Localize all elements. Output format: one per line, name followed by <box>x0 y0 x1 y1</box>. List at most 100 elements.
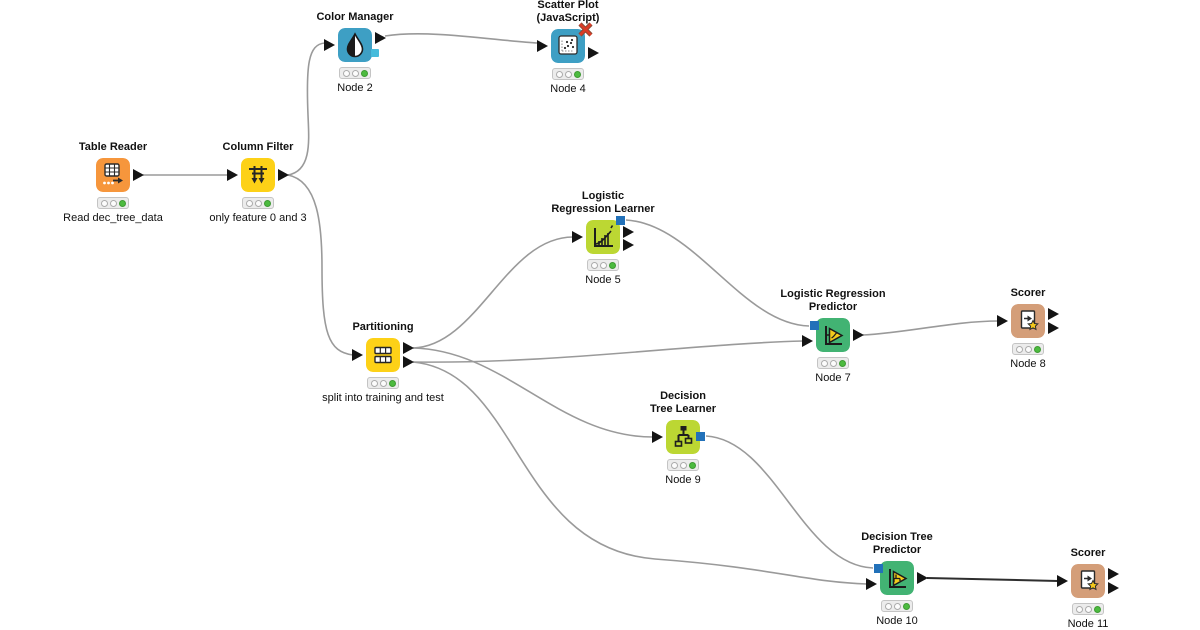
output-port[interactable] <box>588 47 599 59</box>
output-port[interactable] <box>1108 582 1119 594</box>
output-port[interactable] <box>853 329 864 341</box>
connection-lr-learner-model-to-lr-predictor[interactable] <box>625 219 810 327</box>
traffic-light <box>1072 603 1104 615</box>
connection-partitioning-to-logistic-regression-learner[interactable] <box>412 236 574 349</box>
output-port-train[interactable] <box>403 342 414 354</box>
scatter-plot-icon[interactable] <box>551 29 585 63</box>
decision-tree-learner-icon[interactable] <box>666 420 700 454</box>
input-port[interactable] <box>997 315 1008 327</box>
node-title: Scatter Plot (JavaScript) <box>536 0 600 24</box>
node-label: Node 9 <box>665 474 701 486</box>
output-port[interactable] <box>375 32 386 44</box>
model-input-port[interactable] <box>874 564 883 573</box>
table-reader-icon[interactable] <box>96 158 130 192</box>
node-label: Node 5 <box>585 274 621 286</box>
input-port[interactable] <box>324 39 335 51</box>
input-port[interactable] <box>1057 575 1068 587</box>
node-label: Node 10 <box>876 615 918 627</box>
traffic-light <box>339 67 371 79</box>
connection-lr-predictor-to-scorer-8[interactable] <box>862 320 999 336</box>
node-column-filter: Column Filter only feature 0 and 3 <box>173 123 343 225</box>
decision-tree-predictor-icon[interactable] <box>880 561 914 595</box>
output-port[interactable] <box>1048 322 1059 334</box>
traffic-light <box>587 259 619 271</box>
output-port[interactable] <box>917 572 928 584</box>
output-port[interactable] <box>1048 308 1059 320</box>
connection-partitioning-to-decision-tree-learner[interactable] <box>412 347 654 438</box>
node-dt-predictor-body[interactable] <box>866 561 928 595</box>
scorer-icon[interactable] <box>1011 304 1045 338</box>
node-scorer-11-body[interactable] <box>1057 564 1119 598</box>
output-port[interactable] <box>1108 568 1119 580</box>
connection-color-manager-to-scatter-plot[interactable] <box>384 33 539 44</box>
node-label: only feature 0 and 3 <box>209 212 307 224</box>
node-scatter-plot: Scatter Plot (JavaScript) Node 4 <box>483 0 653 95</box>
traffic-light <box>881 600 913 612</box>
node-title: Decision Tree Predictor <box>861 531 933 556</box>
node-label: Node 7 <box>815 372 851 384</box>
logistic-regression-predictor-icon[interactable] <box>816 318 850 352</box>
input-port[interactable] <box>652 431 663 443</box>
node-title: Scorer <box>1070 546 1106 559</box>
scorer-icon[interactable] <box>1071 564 1105 598</box>
traffic-light <box>667 459 699 471</box>
output-port[interactable] <box>133 169 144 181</box>
output-port[interactable] <box>278 169 289 181</box>
connection-dt-learner-model-to-dt-predictor[interactable] <box>705 435 874 569</box>
connection-partitioning-to-logistic-regression-predictor[interactable] <box>412 340 804 363</box>
node-title: Column Filter <box>222 140 294 153</box>
output-port-test[interactable] <box>403 356 414 368</box>
node-label: Node 8 <box>1010 358 1046 370</box>
input-port[interactable] <box>866 578 877 590</box>
node-lr-predictor-body[interactable] <box>802 318 864 352</box>
connection-partitioning-to-decision-tree-predictor[interactable] <box>412 361 868 585</box>
input-port[interactable] <box>352 349 363 361</box>
node-title: Decision Tree Learner <box>649 390 717 415</box>
node-logistic-regression-learner: Logistic Regression Learner Node 5 <box>518 185 688 286</box>
node-color-manager-body[interactable] <box>324 28 386 62</box>
node-title: Table Reader <box>78 140 148 153</box>
traffic-light <box>367 377 399 389</box>
model-output-port[interactable] <box>616 216 625 225</box>
node-label: Node 11 <box>1067 618 1109 630</box>
node-scorer-11: Scorer Node 11 <box>1003 529 1173 630</box>
node-label: split into training and test <box>322 392 444 404</box>
node-title: Partitioning <box>352 320 414 333</box>
output-port[interactable] <box>623 226 634 238</box>
color-model-port[interactable] <box>371 49 379 57</box>
node-partitioning: Partitioning split into training and tes… <box>298 303 468 405</box>
traffic-light <box>817 357 849 369</box>
node-logistic-regression-predictor: Logistic Regression Predictor Node 7 <box>748 283 918 384</box>
connection-column-filter-to-color-manager[interactable] <box>287 42 326 176</box>
node-decision-tree-predictor: Decision Tree Predictor Node 10 <box>812 526 982 627</box>
model-output-port[interactable] <box>696 432 705 441</box>
partitioning-icon[interactable] <box>366 338 400 372</box>
connection-column-filter-to-partitioning[interactable] <box>287 174 354 356</box>
color-manager-icon[interactable] <box>338 28 372 62</box>
node-title: Color Manager <box>316 10 394 23</box>
node-title: Scorer <box>1010 286 1046 299</box>
node-scatter-plot-body[interactable] <box>537 22 599 63</box>
input-port[interactable] <box>802 335 813 347</box>
traffic-light <box>97 197 129 209</box>
node-title: Logistic Regression Learner <box>551 190 655 215</box>
node-lr-learner-body[interactable] <box>572 216 634 254</box>
node-dt-learner-body[interactable] <box>652 420 705 454</box>
node-scorer-8-body[interactable] <box>997 304 1059 338</box>
node-scorer-8: Scorer Node 8 <box>943 269 1113 370</box>
traffic-light <box>552 68 584 80</box>
traffic-light <box>242 197 274 209</box>
input-port[interactable] <box>572 231 583 243</box>
logistic-regression-learner-icon[interactable] <box>586 220 620 254</box>
column-filter-icon[interactable] <box>241 158 275 192</box>
missing-view-x-icon <box>578 22 593 37</box>
node-column-filter-body[interactable] <box>227 158 289 192</box>
input-port[interactable] <box>227 169 238 181</box>
input-port[interactable] <box>537 40 548 52</box>
output-port[interactable] <box>623 239 634 251</box>
model-input-port[interactable] <box>810 321 819 330</box>
connection-dt-predictor-to-scorer-11[interactable] <box>926 577 1059 582</box>
node-partitioning-body[interactable] <box>352 338 414 372</box>
node-table-reader-body[interactable] <box>96 158 144 192</box>
